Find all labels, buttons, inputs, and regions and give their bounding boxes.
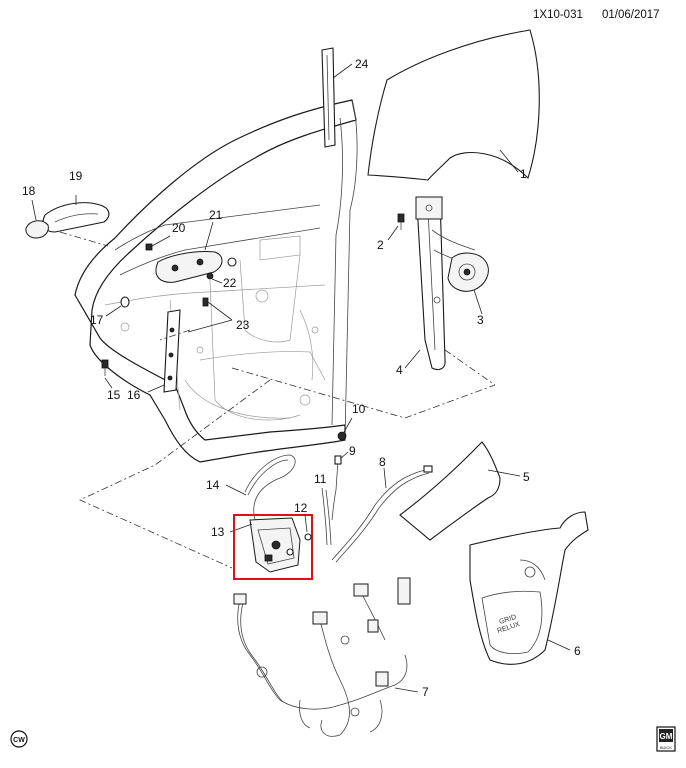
part-16-rear-channel: 16	[127, 309, 181, 402]
part-20-handle-bolt: 20	[145, 221, 186, 251]
callout-16: 16	[127, 388, 141, 402]
part-17-plug: 17	[90, 296, 130, 327]
part-15-bolt: 15	[101, 359, 121, 402]
callout-4: 4	[396, 363, 403, 377]
part-21-handle-frame: 21	[155, 208, 223, 283]
part-3-window-motor: 3	[447, 252, 489, 327]
callout-13: 13	[211, 525, 225, 539]
callout-10: 10	[352, 402, 366, 416]
callout-23: 23	[236, 318, 250, 332]
callout-1: 1	[520, 167, 527, 181]
callout-11: 11	[314, 472, 327, 486]
callout-22: 22	[223, 276, 237, 290]
callout-9: 9	[349, 444, 356, 458]
handle-dash-leader	[59, 231, 109, 247]
diagram-ref-code: 1X10-031	[533, 9, 583, 21]
highlight-box	[233, 514, 313, 580]
callout-21: 21	[209, 208, 223, 222]
door-inner-panel	[74, 99, 358, 463]
part-8-cable: 8	[331, 455, 433, 563]
part-12-latch-bolt: 12	[294, 501, 312, 541]
part-24-window-channel: 24	[321, 47, 369, 148]
part-14-cable: 14	[206, 454, 296, 521]
callout-7: 7	[422, 685, 429, 699]
part-4-window-regulator: 4	[396, 196, 479, 377]
cw-badge-text: CW	[13, 737, 25, 744]
part-7-wire-harness: 7	[233, 577, 429, 737]
callout-14: 14	[206, 478, 220, 492]
callout-15: 15	[107, 388, 121, 402]
callout-5: 5	[523, 470, 530, 484]
gm-logo-text: GM	[660, 732, 673, 741]
callout-20: 20	[172, 221, 186, 235]
callout-12: 12	[294, 501, 308, 515]
callout-3: 3	[477, 313, 484, 327]
diagram-date: 01/06/2017	[602, 9, 660, 21]
callout-8: 8	[379, 455, 386, 469]
part-5-water-deflector: 5	[399, 441, 530, 541]
part-10-grommet: 10	[337, 402, 366, 441]
callout-19: 19	[69, 169, 83, 183]
gm-logo: GM BUICK	[656, 726, 676, 752]
callout-17: 17	[90, 313, 104, 327]
callout-24: 24	[355, 57, 369, 71]
part-13-door-latch: 13	[211, 514, 313, 580]
diagram-header: 1X10-031 01/06/2017	[533, 9, 660, 21]
assembly-leader-lines	[79, 329, 496, 569]
callout-2: 2	[377, 238, 384, 252]
part-23-fastener: 23	[187, 297, 250, 333]
callout-18: 18	[22, 184, 36, 198]
part-11-rod: 11	[314, 472, 332, 546]
cw-badge: CW	[10, 730, 28, 748]
part-18-handle-cap: 18	[22, 184, 49, 239]
part-19-outside-handle: 19	[42, 169, 110, 233]
callout-6: 6	[574, 644, 581, 658]
part-22-nut: 22	[206, 257, 237, 290]
part-9-rod: 9	[331, 444, 356, 521]
part-6-deflector: GRID RELUX 6	[469, 511, 589, 665]
part-1-window-glass: 1	[367, 29, 540, 181]
part-2-regulator-bolt: 2	[377, 213, 405, 252]
gm-logo-sub: BUICK	[660, 745, 673, 750]
